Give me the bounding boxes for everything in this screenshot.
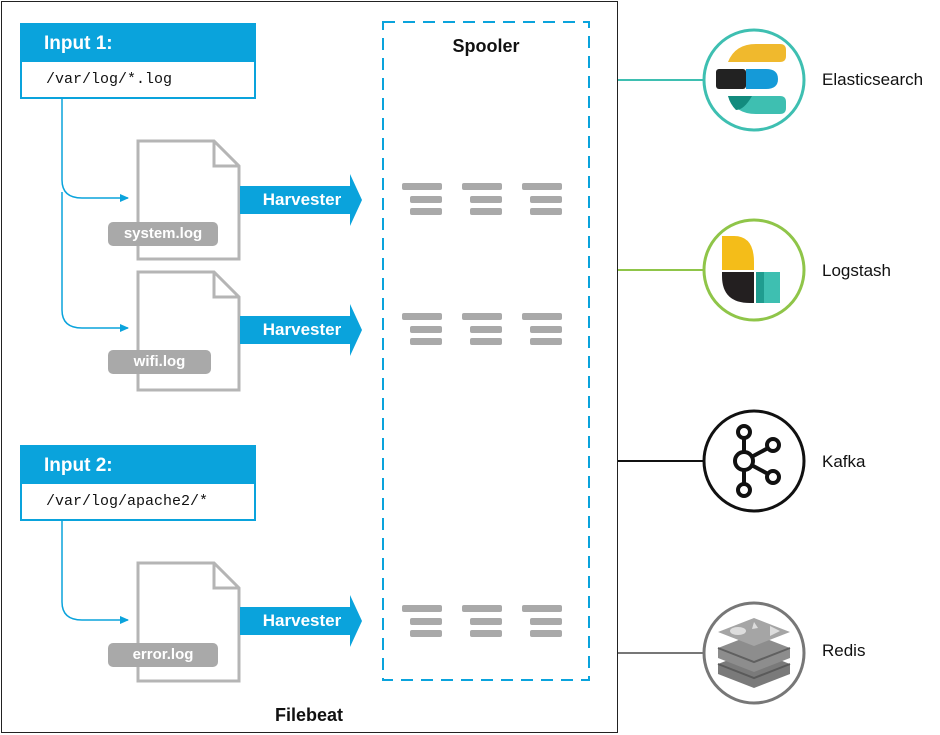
input-path-2: /var/log/apache2/* xyxy=(46,493,209,510)
spooler-box xyxy=(382,21,590,681)
input-box-2: Input 2: /var/log/apache2/* xyxy=(20,445,256,521)
input-box-1: Input 1: /var/log/*.log xyxy=(20,23,256,99)
redis-icon xyxy=(702,601,806,705)
file-label-wifi: wifi.log xyxy=(108,350,211,374)
output-label-redis: Redis xyxy=(822,641,866,660)
filebeat-label: Filebeat xyxy=(274,705,344,725)
elasticsearch-icon xyxy=(702,28,806,132)
connector-input1-system xyxy=(61,96,129,202)
harvester-label-wifi: Harvester xyxy=(262,320,342,339)
input-title-2: Input 2: xyxy=(22,447,254,484)
output-label-logstash: Logstash xyxy=(822,261,891,280)
spooler-title: Spooler xyxy=(452,36,520,56)
input-path-1: /var/log/*.log xyxy=(46,71,173,88)
harvester-arrow-wifi xyxy=(240,304,362,356)
file-label-system: system.log xyxy=(108,222,218,246)
input-title-1: Input 1: xyxy=(22,25,254,62)
harvester-arrow-system xyxy=(240,174,362,226)
spooler-events-row1 xyxy=(402,183,562,215)
harvester-arrow-error xyxy=(240,595,362,647)
output-label-elasticsearch: Elasticsearch xyxy=(822,70,924,89)
kafka-icon xyxy=(702,409,806,513)
connector-input2-error xyxy=(61,518,129,624)
harvester-label-system: Harvester xyxy=(262,190,342,209)
spooler-events-row2 xyxy=(402,313,562,345)
logstash-icon xyxy=(702,218,806,322)
connector-input1-wifi xyxy=(61,192,129,332)
file-label-error: error.log xyxy=(108,643,218,667)
output-label-kafka: Kafka xyxy=(822,452,866,471)
harvester-label-error: Harvester xyxy=(262,611,342,630)
spooler-events-row3 xyxy=(402,605,562,637)
